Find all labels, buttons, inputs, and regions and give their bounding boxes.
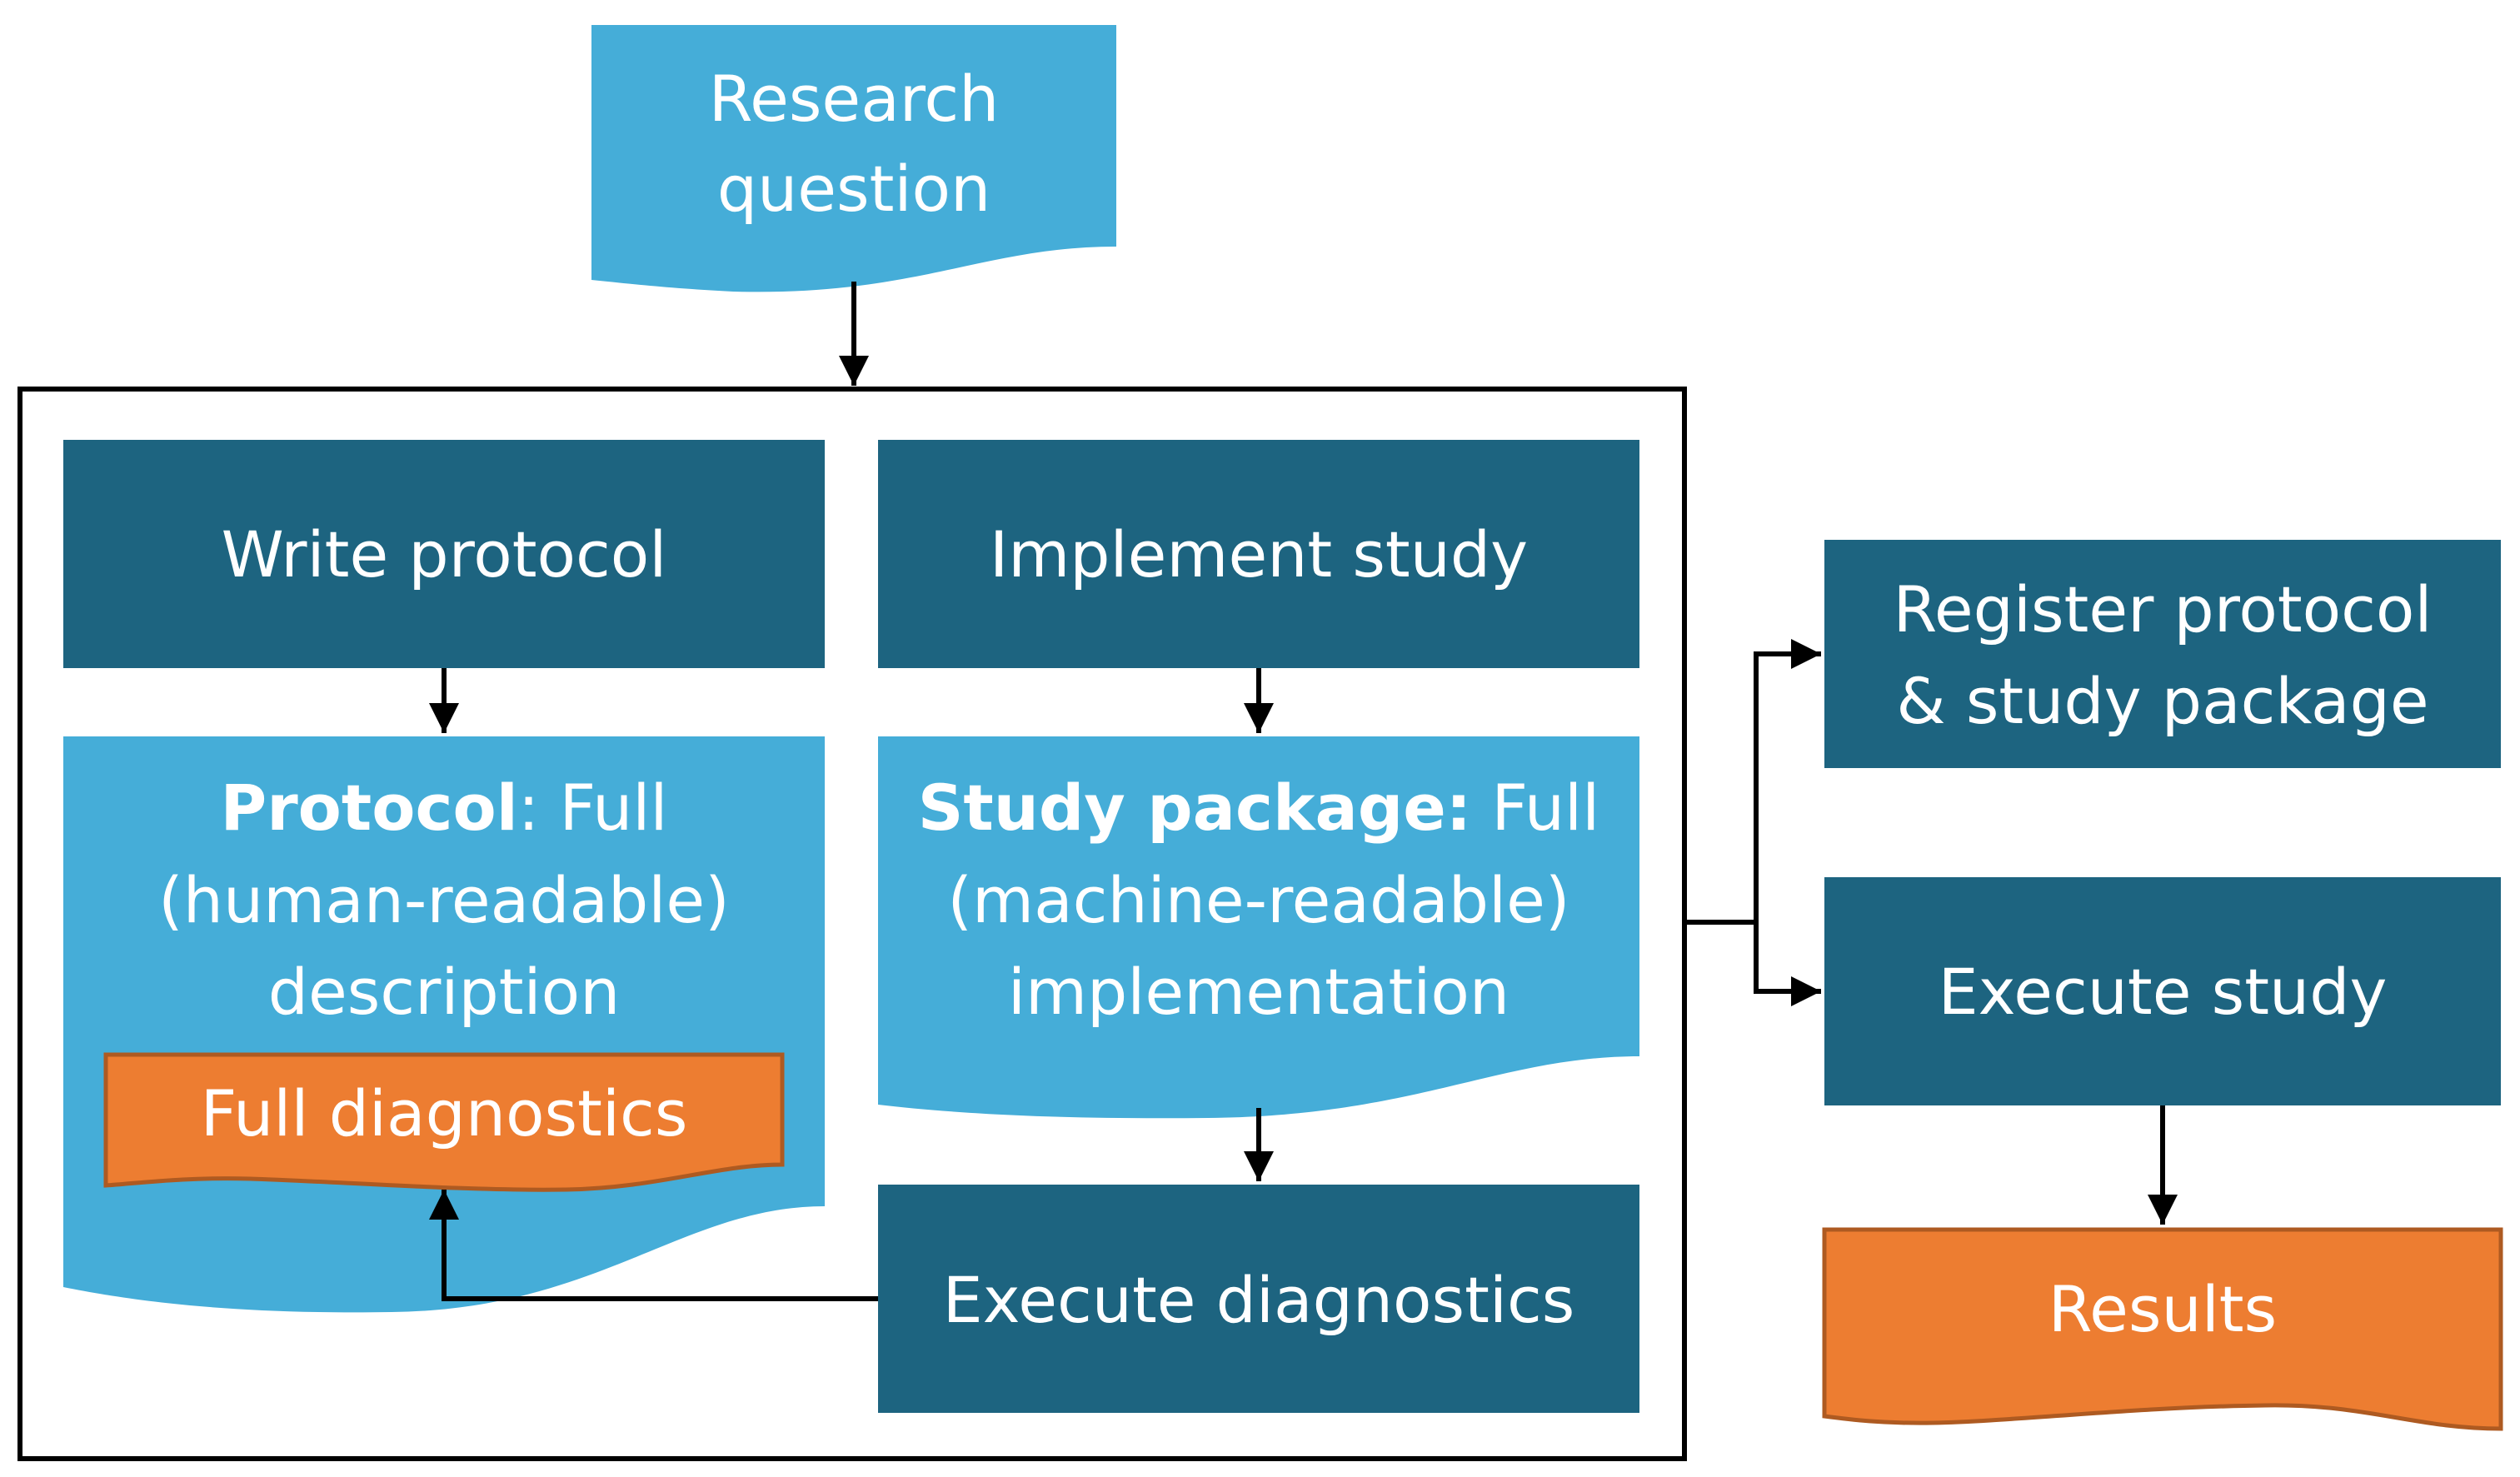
execute-diagnostics-box — [878, 1185, 1639, 1413]
write-protocol-label: Write protocol — [222, 517, 667, 591]
register-box — [1824, 540, 2501, 768]
connector-container-branch — [1684, 639, 1821, 925]
full-diagnostics-shape — [103, 1052, 785, 1192]
results-label: Results — [2048, 1272, 2277, 1346]
connector-container-branch-lower — [1754, 922, 1821, 1006]
study-package-title-bold: Study package: — [918, 771, 1471, 845]
research-question-line2: question — [717, 152, 991, 226]
register-node: Register protocol & study package — [1824, 540, 2501, 768]
implement-study-node: Implement study — [878, 440, 1639, 668]
protocol-title-rest: : Full — [518, 771, 668, 845]
protocol-title: Protocol: Full — [221, 771, 668, 845]
full-diagnostics-node: Full diagnostics — [103, 1052, 785, 1192]
study-package-title: Study package: Full — [918, 771, 1600, 845]
study-package-title-rest: Full — [1471, 771, 1599, 845]
research-question-node: Research question — [591, 25, 1116, 292]
register-line2: & study package — [1896, 664, 2428, 738]
protocol-line3: description — [268, 955, 621, 1029]
execute-diagnostics-node: Execute diagnostics — [878, 1185, 1639, 1413]
implement-study-box — [878, 440, 1639, 668]
study-package-line2: (machine-readable) — [947, 863, 1569, 937]
results-shape — [1822, 1227, 2503, 1431]
execute-study-label: Execute study — [1939, 955, 2388, 1029]
execute-diagnostics-label: Execute diagnostics — [943, 1263, 1575, 1337]
execute-study-box — [1824, 877, 2501, 1105]
register-line1: Register protocol — [1893, 572, 2432, 646]
full-diagnostics-label: Full diagnostics — [201, 1076, 688, 1150]
execute-study-node: Execute study — [1824, 877, 2501, 1105]
arrow-diagnostics-to-full-diagnostics — [429, 1190, 878, 1301]
protocol-line2: (human-readable) — [158, 863, 730, 937]
write-protocol-box — [63, 440, 825, 668]
research-question-line1: Research — [709, 62, 1000, 136]
study-package-line3: implementation — [1008, 955, 1510, 1029]
protocol-title-bold: Protocol — [221, 771, 518, 845]
implement-study-label: Implement study — [990, 517, 1528, 591]
study-package-document-node: Study package: Full (machine-readable) i… — [878, 736, 1639, 1119]
write-protocol-node: Write protocol — [63, 440, 825, 668]
research-question-shape — [591, 25, 1116, 292]
study-package-document-shape — [878, 736, 1639, 1119]
results-node: Results — [1822, 1227, 2503, 1431]
